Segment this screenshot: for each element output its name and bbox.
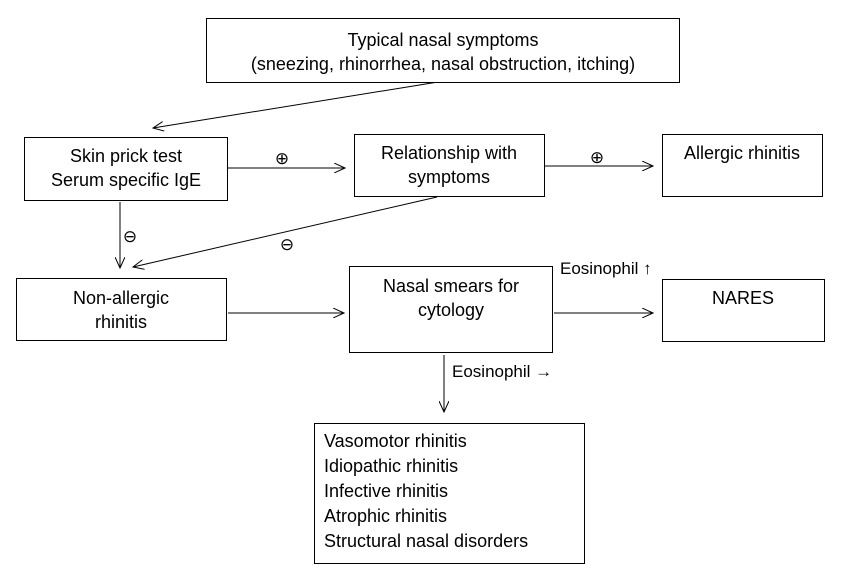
- node-relationship-line-2: symptoms: [408, 167, 490, 187]
- node-symptoms-box: [206, 18, 680, 83]
- node-smears-line-2: cytology: [418, 300, 484, 320]
- node-nares-line-1: NARES: [712, 288, 774, 308]
- node-skin-test: Skin prick test Serum specific IgE: [24, 137, 228, 201]
- node-non-allergic-line-1: Non-allergic: [73, 288, 169, 308]
- node-relationship-box: [354, 134, 545, 197]
- connectors: [120, 81, 653, 412]
- node-smears-box: [349, 266, 553, 353]
- edge-labels: ⊕ ⊕ ⊖ ⊖ Eosinophil ↑ Eosinophil →: [123, 148, 652, 381]
- node-skin-test-box: [24, 137, 228, 201]
- node-non-allergic-line-2: rhinitis: [95, 312, 147, 332]
- label-skin-to-relationship: ⊕: [275, 149, 289, 168]
- node-symptoms: Typical nasal symptoms (sneezing, rhinor…: [206, 18, 680, 83]
- node-smears: Nasal smears for cytology: [349, 266, 553, 353]
- node-non-allergic: Non-allergic rhinitis: [16, 278, 227, 341]
- edge-symptoms-to-skin-test: [153, 81, 439, 128]
- label-relationship-to-allergic: ⊕: [590, 148, 604, 167]
- node-allergic-box: [662, 134, 823, 197]
- node-others-box: [314, 423, 585, 564]
- node-non-allergic-box: [16, 278, 227, 341]
- node-others: Vasomotor rhinitis Idiopathic rhinitis I…: [314, 423, 585, 564]
- node-others-line-3: Infective rhinitis: [324, 481, 448, 501]
- node-symptoms-line-2: (sneezing, rhinorrhea, nasal obstruction…: [251, 54, 635, 74]
- label-smears-to-nares: Eosinophil ↑: [560, 259, 652, 278]
- node-skin-test-line-2: Serum specific IgE: [51, 170, 201, 190]
- node-relationship: Relationship with symptoms: [354, 134, 545, 197]
- node-others-line-4: Atrophic rhinitis: [324, 506, 447, 526]
- node-allergic-line-1: Allergic rhinitis: [684, 143, 800, 163]
- node-smears-line-1: Nasal smears for: [383, 276, 519, 296]
- node-relationship-line-1: Relationship with: [381, 143, 517, 163]
- label-relationship-to-non-allergic: ⊖: [280, 235, 294, 254]
- edge-relationship-to-non-allergic: [133, 196, 438, 267]
- label-smears-to-others: Eosinophil →: [452, 362, 552, 381]
- node-nares: NARES: [662, 279, 825, 342]
- label-skin-to-non-allergic: ⊖: [123, 227, 137, 246]
- node-others-line-2: Idiopathic rhinitis: [324, 456, 458, 476]
- node-others-line-5: Structural nasal disorders: [324, 531, 528, 551]
- node-symptoms-line-1: Typical nasal symptoms: [347, 30, 538, 50]
- node-skin-test-line-1: Skin prick test: [70, 146, 182, 166]
- node-allergic: Allergic rhinitis: [662, 134, 823, 197]
- node-others-line-1: Vasomotor rhinitis: [324, 431, 467, 451]
- node-nares-box: [662, 279, 825, 342]
